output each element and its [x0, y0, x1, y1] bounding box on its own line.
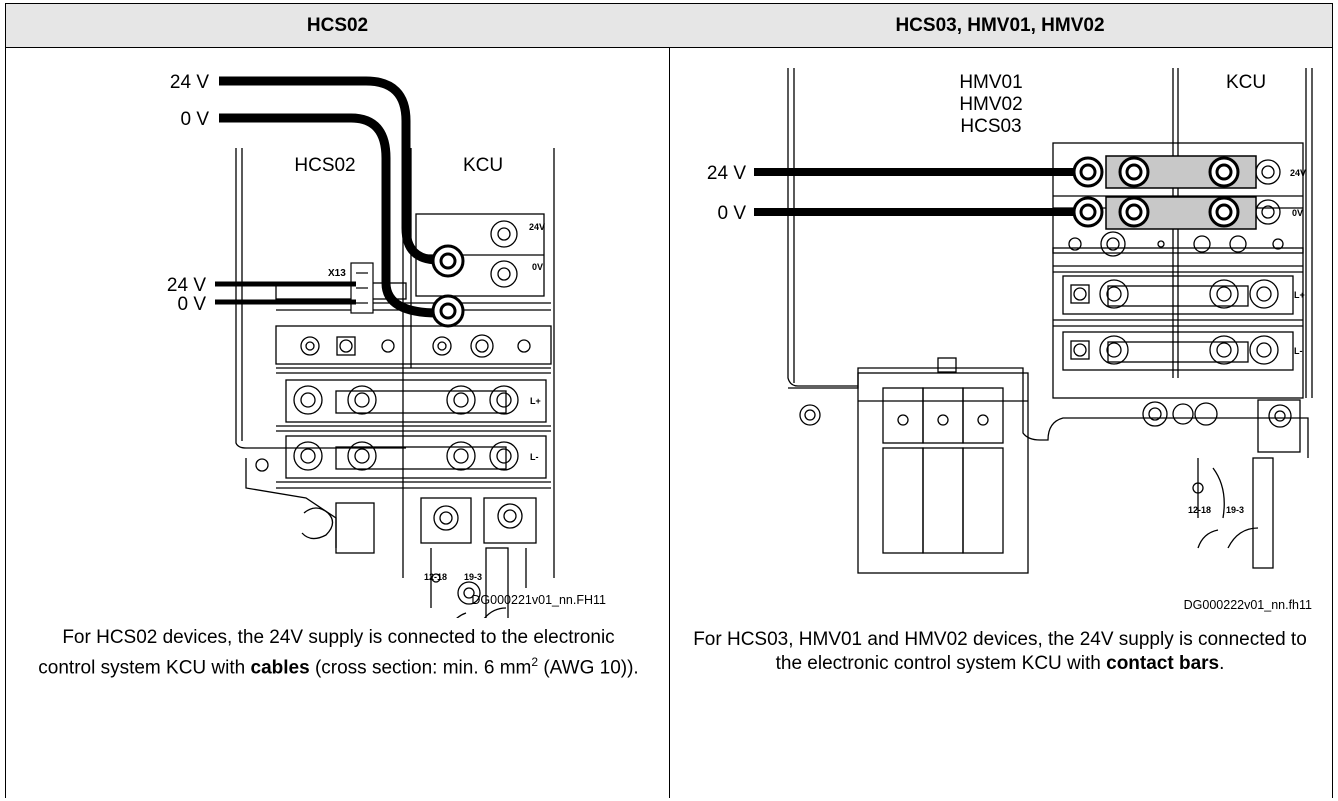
- comparison-table: HCS02 HCS03, HMV01, HMV02: [5, 3, 1333, 798]
- label-kcu-right: KCU: [1226, 72, 1266, 93]
- hcs02-wiring-diagram: 24 V 0 V HCS02 KCU 24 V 0 V X13 24V 0V L…: [167, 72, 555, 618]
- figure-id-right: DG000222v01_nn.fh11: [1183, 598, 1312, 612]
- label-gauge-b: 19-3: [464, 572, 482, 582]
- caption-right: For HCS03, HMV01 and HMV02 devices, the …: [693, 629, 1307, 674]
- label-terminal-0v: 0V: [532, 262, 543, 272]
- label-24v: 24 V: [707, 163, 746, 184]
- label-hmv02: HMV02: [959, 94, 1022, 115]
- label-l-minus: L-: [530, 452, 539, 462]
- caption-right-bold: contact bars: [1106, 653, 1220, 674]
- column-hcs02: 24 V 0 V HCS02 KCU 24 V 0 V X13 24V 0V L…: [5, 48, 670, 798]
- label-terminal-24v: 24V: [1290, 168, 1306, 178]
- label-l-plus: L+: [1294, 290, 1305, 300]
- label-gauge-a: 12-18: [424, 572, 447, 582]
- caption-left: For HCS02 devices, the 24V supply is con…: [38, 627, 639, 679]
- label-0v-mid: 0 V: [177, 294, 206, 315]
- label-kcu-left: KCU: [463, 155, 503, 176]
- header-hcs03-hmv: HCS03, HMV01, HMV02: [668, 3, 1333, 48]
- label-x13: X13: [328, 268, 346, 279]
- hmv-wiring-diagram: HMV01 HMV02 HCS03 KCU 24 V 0 V 24V 0V L+…: [707, 68, 1313, 574]
- figure-id-left: DG000221v01_nn.FH11: [471, 593, 606, 607]
- caption-left-bold: cables: [250, 657, 310, 679]
- label-hcs02: HCS02: [294, 155, 355, 176]
- label-terminal-0v: 0V: [1292, 208, 1303, 218]
- label-gauge-b: 19-3: [1226, 505, 1244, 515]
- header-hcs02: HCS02: [5, 3, 670, 48]
- label-hcs03: HCS03: [960, 116, 1021, 137]
- label-24v-top: 24 V: [170, 72, 209, 93]
- label-terminal-24v: 24V: [529, 222, 545, 232]
- label-l-plus: L+: [530, 396, 541, 406]
- label-gauge-a: 12-18: [1188, 505, 1211, 515]
- label-24v-mid: 24 V: [167, 275, 206, 296]
- label-l-minus: L-: [1294, 346, 1303, 356]
- label-0v: 0 V: [717, 203, 746, 224]
- label-hmv01: HMV01: [959, 72, 1022, 93]
- column-hcs03-hmv: HMV01 HMV02 HCS03 KCU 24 V 0 V 24V 0V L+…: [668, 48, 1333, 798]
- label-0v-top: 0 V: [180, 109, 209, 130]
